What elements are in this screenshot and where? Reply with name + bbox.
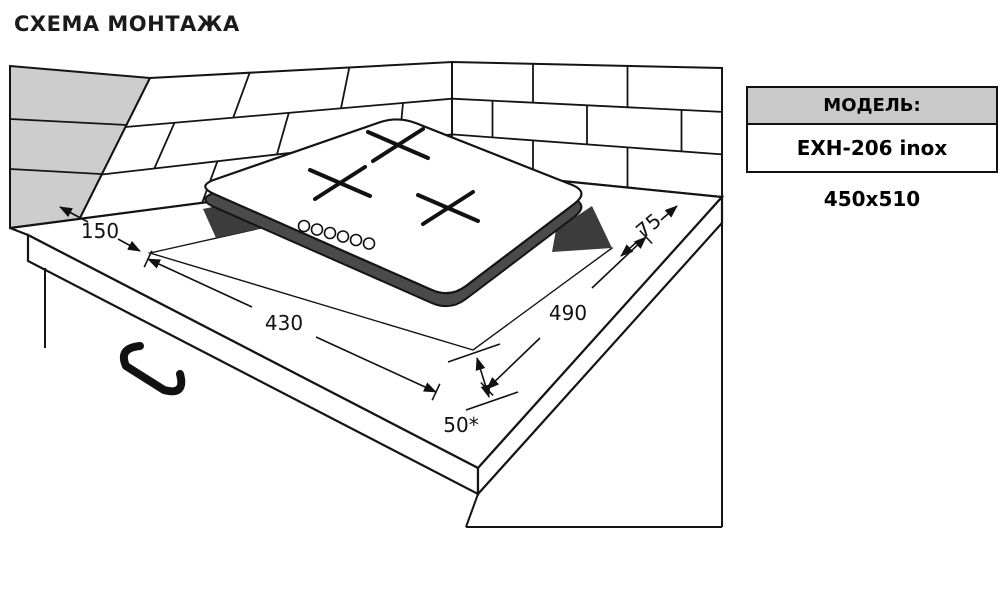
- burner-cross-back: [366, 127, 430, 163]
- control-knobs: [297, 219, 376, 250]
- dim-490-label: 490: [549, 301, 587, 325]
- cabinet-door-handle: [119, 342, 186, 396]
- hob: [204, 118, 583, 308]
- dim-75: [620, 205, 678, 257]
- wall-right-tile-joints: [451, 63, 723, 188]
- dim-430: [143, 250, 441, 401]
- page-title: СХЕМА МОНТАЖА: [14, 12, 240, 36]
- model-panel: МОДЕЛЬ: EXH-206 inox 450x510: [746, 86, 998, 211]
- burner-crosses: [308, 127, 480, 226]
- dim-50-label: 50*: [443, 413, 478, 437]
- model-panel-header: МОДЕЛЬ:: [746, 86, 998, 125]
- burner-cross-left: [308, 165, 372, 201]
- dim-150-label: 150: [81, 219, 119, 243]
- dim-430-label: 430: [265, 311, 303, 335]
- burner-cross-right: [416, 190, 480, 226]
- model-overall-size: 450x510: [823, 187, 921, 211]
- dimensions: [59, 205, 678, 411]
- dim-150: [59, 206, 141, 252]
- cutout-inner-wall-right: [552, 206, 612, 252]
- model-name: EXH-206 inox: [746, 125, 998, 173]
- cabinet: [44, 223, 723, 528]
- dim-50: [447, 343, 519, 411]
